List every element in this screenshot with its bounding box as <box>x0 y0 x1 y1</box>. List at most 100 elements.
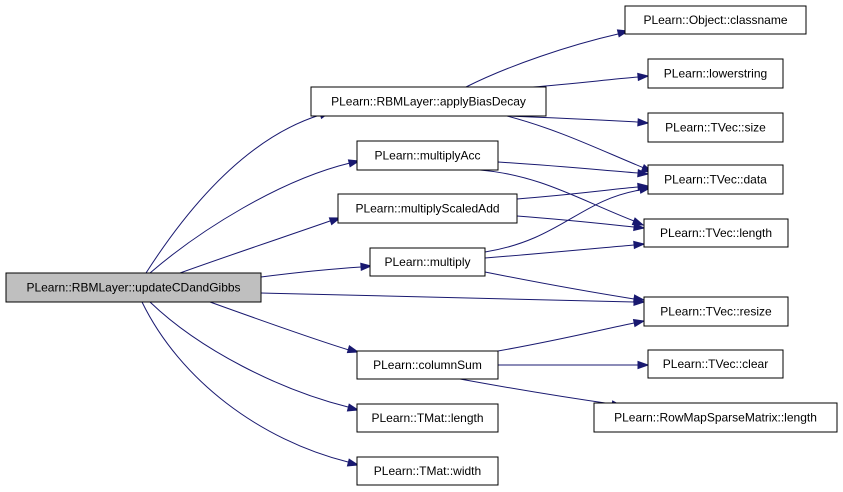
node-box <box>356 403 499 433</box>
node-label: PLearn::TVec::resize <box>660 305 772 319</box>
edge-multiplyAcc-to-tvecData <box>497 161 650 178</box>
edge-line <box>465 33 619 88</box>
edge-connector <box>633 243 645 246</box>
node-label: PLearn::TVec::length <box>660 226 772 240</box>
edge-line <box>532 76 639 88</box>
edge-root-to-applyBiasDecay <box>145 111 332 274</box>
node-box <box>643 296 789 327</box>
edge-connector <box>637 172 649 175</box>
edge-line <box>209 301 350 351</box>
edge-connector <box>633 220 644 226</box>
edge-connector <box>633 298 645 301</box>
node-label: PLearn::multiplyAcc <box>374 149 480 163</box>
edge-multiply-to-tvecLength <box>484 240 646 259</box>
node-label: PLearn::TVec::size <box>665 121 766 135</box>
arrow-head-icon <box>346 345 360 354</box>
edge-line <box>506 115 639 123</box>
node-box <box>593 402 838 433</box>
node-tvecResize[interactable]: PLearn::TVec::resize <box>643 296 789 327</box>
edge-line <box>484 271 635 300</box>
node-label: PLearn::TVec::data <box>664 173 767 187</box>
node-tmatWidth[interactable]: PLearn::TMat::width <box>356 456 499 486</box>
edge-line <box>179 220 331 274</box>
node-label: PLearn::RBMLayer::updateCDandGibbs <box>26 281 240 295</box>
edge-multiplyScaledAdd-to-tvecLength <box>516 215 646 232</box>
node-label: PLearn::multiplyScaledAdd <box>355 202 499 216</box>
node-tvecSize[interactable]: PLearn::TVec::size <box>647 112 784 143</box>
node-box <box>647 112 784 143</box>
edge-line <box>149 301 349 408</box>
node-box <box>356 350 499 380</box>
node-root[interactable]: PLearn::RBMLayer::updateCDandGibbs <box>5 272 262 303</box>
edge-root-to-tvecResize <box>260 292 646 307</box>
node-box <box>647 58 784 89</box>
node-box <box>337 193 518 224</box>
edge-connector <box>637 75 649 78</box>
edge-line <box>516 186 639 200</box>
node-classname[interactable]: PLearn::Object::classname <box>624 5 807 35</box>
edge-line <box>497 161 639 174</box>
edge-connector <box>360 265 372 268</box>
edge-root-to-tmatWidth <box>141 301 360 467</box>
edge-line <box>260 266 362 278</box>
edge-connector <box>347 406 359 411</box>
edge-applyBiasDecay-to-tvecSize <box>506 115 650 127</box>
node-label: PLearn::RowMapSparseMatrix::length <box>614 411 817 425</box>
edge-line <box>141 301 349 463</box>
node-tmatLength[interactable]: PLearn::TMat::length <box>356 403 499 433</box>
edge-applyBiasDecay-to-classname <box>465 29 630 88</box>
edge-columnSum-to-tvecResize <box>497 318 646 352</box>
node-layer: PLearn::RBMLayer::updateCDandGibbsPLearn… <box>5 5 838 486</box>
node-label: PLearn::lowerstring <box>664 67 767 81</box>
node-box <box>647 164 784 195</box>
node-box <box>356 140 499 171</box>
node-rowMapLength[interactable]: PLearn::RowMapSparseMatrix::length <box>593 402 838 433</box>
edge-layer <box>141 29 654 467</box>
node-label: PLearn::TMat::width <box>374 464 481 478</box>
node-box <box>356 456 499 486</box>
edge-root-to-multiply <box>260 262 373 278</box>
node-multiplyScaledAdd[interactable]: PLearn::multiplyScaledAdd <box>337 193 518 224</box>
edge-columnSum-to-tvecClear <box>498 360 650 370</box>
edge-connector <box>347 461 359 466</box>
node-label: PLearn::TVec::clear <box>663 357 768 371</box>
edge-root-to-multiplyAcc <box>149 159 361 274</box>
edge-line <box>484 189 641 253</box>
edge-line <box>149 162 351 274</box>
node-box <box>310 86 547 117</box>
node-label: PLearn::multiply <box>384 255 470 269</box>
node-box <box>369 247 486 277</box>
edge-line <box>497 322 635 352</box>
node-box <box>5 272 262 303</box>
node-box <box>643 218 789 248</box>
edge-connector <box>633 226 645 229</box>
node-lowerstring[interactable]: PLearn::lowerstring <box>647 58 784 89</box>
edge-root-to-columnSum <box>209 301 360 354</box>
edge-line <box>145 114 321 274</box>
edge-applyBiasDecay-to-lowerstring <box>532 72 650 88</box>
node-tvecData[interactable]: PLearn::TVec::data <box>647 164 784 195</box>
edge-line <box>260 292 635 303</box>
node-box <box>624 5 807 35</box>
node-tvecLength[interactable]: PLearn::TVec::length <box>643 218 789 248</box>
node-box <box>647 349 784 379</box>
edge-multiply-to-tvecResize <box>484 271 646 303</box>
edge-line <box>484 244 635 259</box>
edge-root-to-tmatLength <box>149 301 360 412</box>
node-label: PLearn::RBMLayer::applyBiasDecay <box>331 95 526 109</box>
node-columnSum[interactable]: PLearn::columnSum <box>356 350 499 380</box>
node-tvecClear[interactable]: PLearn::TVec::clear <box>647 349 784 379</box>
node-label: PLearn::columnSum <box>373 358 482 372</box>
node-multiply[interactable]: PLearn::multiply <box>369 247 486 277</box>
node-multiplyAcc[interactable]: PLearn::multiplyAcc <box>356 140 499 171</box>
node-label: PLearn::Object::classname <box>643 13 787 27</box>
edge-multiplyScaledAdd-to-tvecData <box>516 182 650 200</box>
edge-line <box>506 115 645 169</box>
node-applyBiasDecay[interactable]: PLearn::RBMLayer::applyBiasDecay <box>310 86 547 117</box>
edge-line <box>479 169 635 222</box>
edge-line <box>516 215 635 228</box>
edge-connector <box>633 320 645 324</box>
node-label: PLearn::TMat::length <box>371 411 483 425</box>
edge-applyBiasDecay-to-tvecData <box>506 115 654 173</box>
